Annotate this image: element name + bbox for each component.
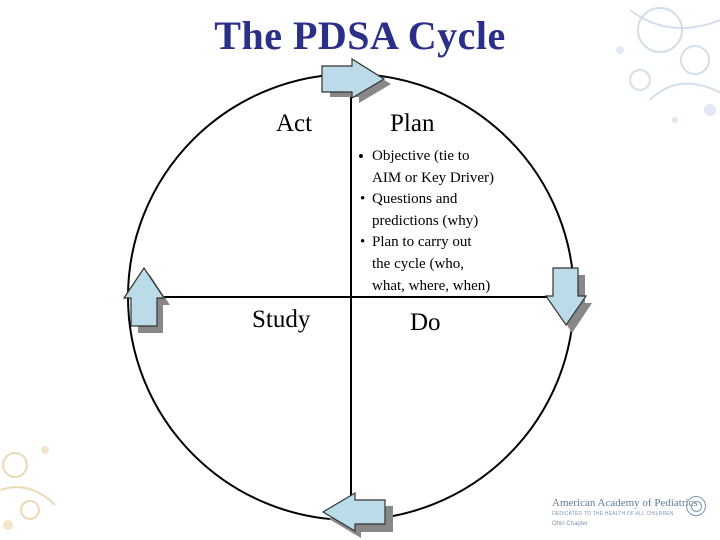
study-label: Study: [252, 306, 311, 333]
aap-logo: American Academy of Pediatrics DEDICATED…: [552, 494, 714, 534]
bullet-line: what, where, when): [372, 277, 491, 294]
org-tagline: DEDICATED TO THE HEALTH OF ALL CHILDREN: [552, 511, 674, 517]
org-name: American Academy of Pediatrics: [552, 497, 698, 509]
bullet-line: AIM or Key Driver): [372, 169, 495, 186]
corner-decoration-bottom-left: [0, 446, 56, 530]
bullet-line: Plan to carry out: [372, 234, 472, 251]
bullet-line: Objective (tie to: [372, 148, 470, 164]
plan-bullet-list: • Objective (tie to AIM or Key Driver) •…: [356, 146, 556, 297]
bullet-icon: •: [360, 234, 366, 251]
act-label: Act: [276, 110, 313, 137]
bullet-icon: •: [358, 147, 364, 166]
plan-bullet: • Objective (tie to AIM or Key Driver): [356, 146, 556, 189]
plan-bullet: • Plan to carry out the cycle (who, what…: [356, 232, 556, 297]
bullet-line: Questions and: [372, 191, 458, 208]
seal-icon: [686, 496, 706, 516]
plan-label: Plan: [390, 110, 435, 137]
bullet-icon: •: [360, 191, 366, 208]
arrow-left-icon: [321, 491, 393, 538]
arrow-up-icon: [122, 266, 170, 333]
bullet-line: predictions (why): [372, 212, 479, 229]
do-label: Do: [410, 309, 441, 336]
plan-bullet: • Questions and predictions (why): [356, 189, 556, 232]
corner-decoration-top-right: [616, 7, 720, 123]
slide-title: The PDSA Cycle: [214, 13, 506, 58]
arrow-down-icon: [544, 267, 592, 333]
bullet-line: the cycle (who,: [372, 255, 465, 272]
chapter-name: Ohio Chapter: [552, 521, 588, 527]
arrow-right-icon: [321, 57, 391, 103]
